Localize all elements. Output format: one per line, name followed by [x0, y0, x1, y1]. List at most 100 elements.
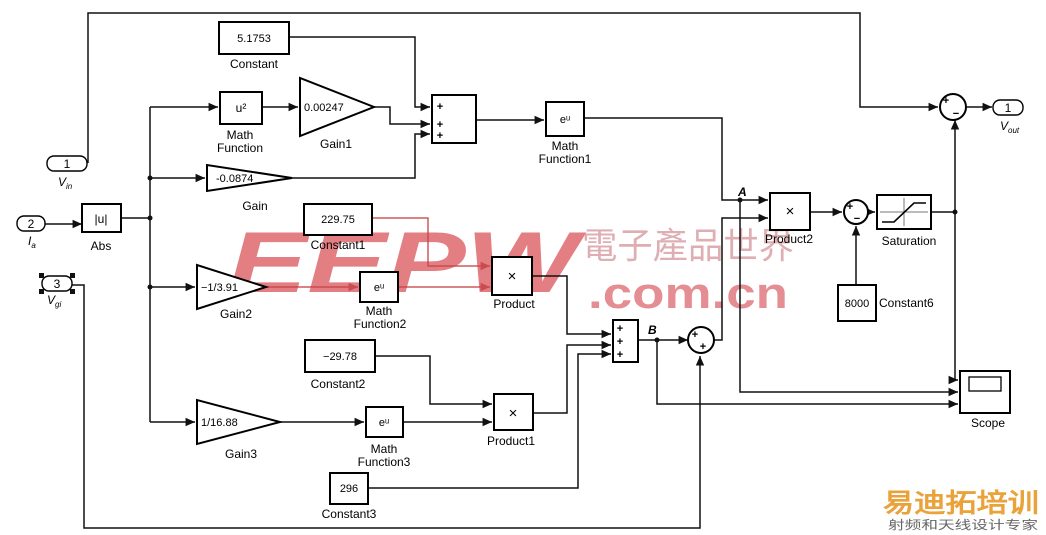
constant1-label: Constant1 — [311, 238, 366, 252]
constant3-value: 296 — [340, 483, 358, 495]
product-label: Product — [493, 297, 535, 311]
wire-sum3-product2 — [714, 213, 768, 341]
svg-text:+: + — [437, 130, 443, 142]
math-function2-block[interactable]: eᵘ Math Function2 — [354, 271, 407, 331]
watermark-domain: .com.cn — [588, 269, 788, 318]
constant-block[interactable]: 5.1753 Constant — [218, 21, 290, 71]
svg-text:3: 3 — [54, 277, 61, 291]
svg-text:−: − — [953, 108, 959, 120]
math-function1-block[interactable]: eᵘ Math Function1 — [539, 101, 592, 166]
gain-value: -0.0874 — [216, 173, 253, 185]
constant2-label: Constant2 — [311, 377, 366, 391]
gain-block[interactable]: -0.0874 Gain — [206, 163, 293, 213]
wire-vgi-sum3 — [72, 284, 705, 529]
inport-vgi-label: Vgi — [47, 293, 61, 309]
wire-const-sum1 — [289, 36, 430, 112]
wire-const3-sum2 — [368, 349, 611, 489]
svg-text:1: 1 — [1005, 101, 1012, 115]
product1-label: Product1 — [487, 434, 535, 448]
math-function2-label-2: Function2 — [354, 317, 407, 331]
wire-a-scope — [739, 200, 958, 397]
product-value: × — [508, 268, 517, 285]
svg-text:+: + — [700, 341, 706, 353]
gain2-value: −1/3.91 — [201, 282, 238, 294]
scope-block[interactable]: Scope — [959, 370, 1011, 430]
product-block[interactable]: × Product — [491, 256, 535, 311]
footer-tagline: 射频和天线设计专家 — [888, 517, 1038, 532]
math-function-block[interactable]: u² Math Function — [217, 91, 263, 155]
sum3-block[interactable]: + + — [687, 326, 715, 354]
junction-dot — [654, 337, 660, 343]
product1-value: × — [509, 405, 518, 422]
math-function2-label-1: Math — [366, 304, 393, 318]
svg-text:+: + — [617, 349, 623, 361]
inport-ia-label: Ia — [28, 234, 36, 250]
wire-saturation-scope — [948, 212, 958, 385]
junction-dot — [147, 284, 153, 290]
constant-value: 5.1753 — [237, 33, 271, 45]
math-function2-value: eᵘ — [374, 282, 384, 294]
inport-vin[interactable]: 1 Vin — [46, 155, 88, 191]
svg-text:+: + — [943, 95, 949, 107]
saturation-label: Saturation — [882, 234, 937, 248]
gain2-block[interactable]: −1/3.91 Gain2 — [196, 263, 270, 321]
product2-value: × — [786, 203, 795, 220]
sum2-block[interactable]: + + + — [612, 319, 639, 363]
svg-text:2: 2 — [28, 217, 35, 231]
outport-vout[interactable]: 1 Vout — [992, 99, 1024, 135]
junction-dot — [737, 197, 743, 203]
junction-dot — [952, 209, 958, 215]
math-function3-block[interactable]: eᵘ Math Function3 — [358, 406, 411, 469]
scope-screen-icon — [968, 376, 1002, 392]
inport-vgi[interactable]: 3 Vgi — [39, 273, 75, 309]
math-function3-label-2: Function3 — [358, 455, 411, 469]
product2-block[interactable]: × Product2 — [765, 192, 813, 246]
math-function3-label-1: Math — [371, 442, 398, 456]
math-function1-value: eᵘ — [560, 114, 570, 126]
svg-text:−: − — [854, 213, 860, 225]
math-function1-label-2: Function1 — [539, 152, 592, 166]
constant6-value: 8000 — [845, 298, 869, 310]
gain1-label: Gain1 — [320, 137, 352, 151]
constant1-block[interactable]: 229.75 Constant1 — [303, 203, 373, 252]
gain1-block[interactable]: 0.00247 Gain1 — [299, 76, 377, 151]
inport-ia[interactable]: 2 Ia — [16, 215, 46, 250]
constant6-block[interactable]: 8000 Constant6 — [837, 284, 934, 322]
junction-dot — [147, 175, 153, 181]
footer-branding: 易迪拓培训 射频和天线设计专家 — [883, 488, 1039, 532]
wire-product1-sum2 — [533, 340, 611, 414]
wire-const2-product1 — [375, 355, 492, 409]
gain1-value: 0.00247 — [304, 102, 344, 114]
gain3-block[interactable]: 1/16.88 Gain3 — [196, 398, 284, 461]
footer-brand: 易迪拓培训 — [883, 488, 1039, 518]
svg-text:+: + — [692, 329, 698, 341]
sum4-block[interactable]: + − — [843, 199, 869, 225]
wire-mathfn1-product2 — [584, 117, 768, 205]
sum5-block[interactable]: + − — [939, 93, 967, 121]
math-function-label-1: Math — [227, 128, 254, 142]
signal-wires — [45, 12, 992, 529]
svg-text:+: + — [617, 323, 623, 335]
scope-label: Scope — [971, 416, 1005, 430]
abs-label: Abs — [91, 239, 112, 253]
saturation-icon — [882, 202, 926, 223]
sum1-block[interactable]: + + + — [431, 94, 477, 144]
signal-label-b: B — [648, 323, 657, 337]
svg-text:1: 1 — [64, 157, 71, 171]
svg-text:+: + — [847, 201, 853, 213]
constant3-block[interactable]: 296 Constant3 — [322, 472, 377, 521]
wire-b-scope — [656, 340, 958, 409]
abs-block[interactable]: |u| Abs — [81, 203, 122, 253]
signal-label-a: A — [737, 185, 747, 199]
constant2-block[interactable]: −29.78 Constant2 — [304, 339, 376, 391]
constant2-value: −29.78 — [323, 351, 357, 363]
wire-gain-sum1 — [292, 129, 430, 179]
gain3-value: 1/16.88 — [201, 417, 238, 429]
gain2-label: Gain2 — [220, 307, 252, 321]
constant-label: Constant — [230, 57, 279, 71]
constant6-label: Constant6 — [879, 296, 934, 310]
product1-block[interactable]: × Product1 — [487, 393, 535, 448]
saturation-block[interactable]: Saturation — [876, 194, 937, 248]
wire-saturation-sum5 — [931, 119, 960, 213]
